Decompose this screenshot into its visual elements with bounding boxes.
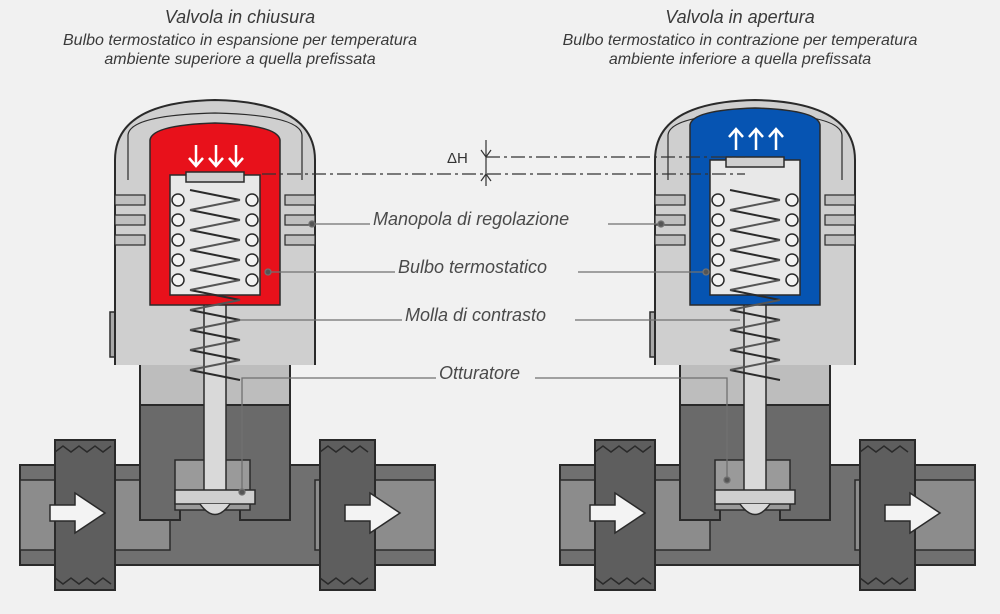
shutter-label: Otturatore [436, 363, 524, 384]
spring-label: Molla di contrasto [402, 305, 550, 326]
left-valve-title: Valvola in chiusura [164, 7, 316, 27]
leader-lines [238, 220, 740, 496]
down-arrows-icon [188, 145, 244, 168]
right-valve-subtitle-2: ambiente inferiore a quella prefissata [608, 51, 872, 68]
right-caption: Valvola in apertura Bulbo termostatico i… [520, 6, 960, 69]
left-valve [19, 99, 436, 591]
up-arrows-icon [728, 127, 784, 150]
knob-label: Manopola di regolazione [370, 209, 573, 230]
right-valve-subtitle-1: Bulbo termostatico in contrazione per te… [562, 32, 918, 49]
left-valve-subtitle-1: Bulbo termostatico in espansione per tem… [63, 32, 417, 49]
right-valve-title: Valvola in apertura [665, 7, 815, 27]
delta-h-label: ΔH [447, 150, 468, 167]
bulb-label: Bulbo termostatico [395, 257, 551, 278]
delta-h-dimension [262, 140, 745, 186]
left-valve-subtitle-2: ambiente superiore a quella prefissata [104, 51, 376, 68]
left-caption: Valvola in chiusura Bulbo termostatico i… [20, 6, 460, 69]
